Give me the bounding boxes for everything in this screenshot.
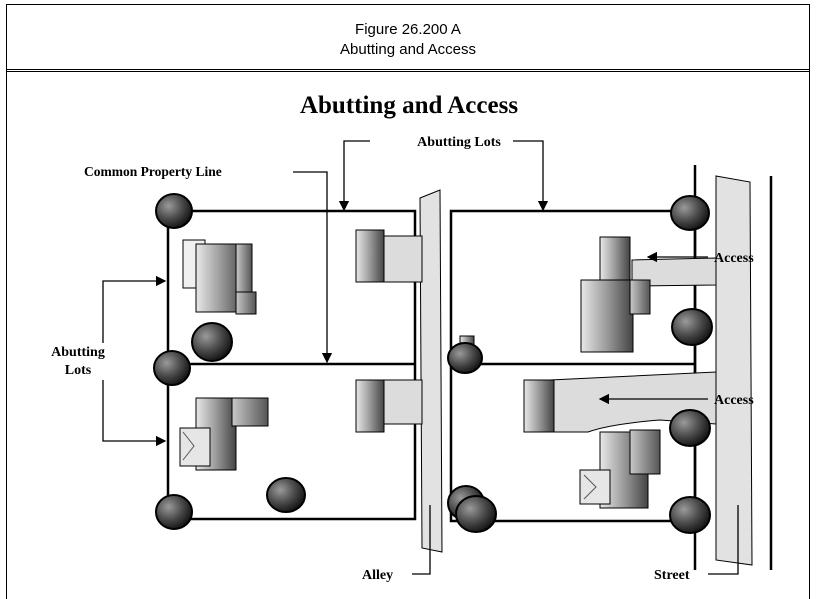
tree-icon bbox=[191, 322, 233, 362]
tree-icon bbox=[455, 495, 497, 533]
tree-icon bbox=[447, 342, 483, 374]
abutting-lots-left-label-line2: Lots bbox=[65, 363, 92, 378]
abutting-lots-left-label-line1: Abutting bbox=[51, 345, 105, 360]
abutting-lots-top-leader-left bbox=[338, 140, 370, 212]
street-strip bbox=[715, 175, 753, 566]
right-lower-house bbox=[579, 429, 661, 509]
tree-icon bbox=[155, 193, 193, 229]
left-lower-garage bbox=[355, 379, 385, 433]
right-upper-driveway bbox=[631, 257, 717, 287]
alley-leader bbox=[412, 505, 431, 575]
tree-icon bbox=[671, 308, 713, 346]
abutting-lots-left-leader-upper bbox=[102, 275, 167, 343]
abutting-lots-left-leader-lower bbox=[102, 380, 167, 447]
figure-title: Abutting and Access bbox=[340, 41, 476, 58]
right-upper-house bbox=[580, 236, 651, 353]
street-label: Street bbox=[654, 568, 690, 583]
access-lower-label: Access bbox=[714, 393, 754, 408]
common-property-line-leader bbox=[293, 171, 333, 364]
left-upper-driveway bbox=[381, 235, 423, 283]
tree-icons bbox=[153, 193, 713, 534]
common-property-line-label: Common Property Line bbox=[84, 164, 222, 179]
alley-label: Alley bbox=[362, 568, 393, 583]
left-upper-house bbox=[182, 239, 257, 315]
diagram-title: Abutting and Access bbox=[300, 92, 518, 119]
access-upper-label: Access bbox=[714, 251, 754, 266]
street-leader bbox=[708, 505, 739, 575]
left-lower-driveway bbox=[381, 379, 423, 425]
figure-frame: Figure 26.200 A Abutting and Access bbox=[6, 4, 810, 599]
tree-icon bbox=[670, 195, 710, 231]
tree-icon bbox=[153, 350, 191, 386]
abutting-access-diagram: Abutting and Access bbox=[51, 92, 773, 583]
tree-icon bbox=[669, 409, 711, 447]
figure-number: Figure 26.200 A bbox=[355, 21, 461, 38]
alley-strip bbox=[419, 189, 443, 553]
left-upper-garage bbox=[355, 229, 385, 283]
figure-caption: Figure 26.200 A Abutting and Access bbox=[7, 5, 809, 72]
tree-icon bbox=[669, 496, 711, 534]
left-lower-house bbox=[179, 397, 269, 471]
abutting-lots-top-label: Abutting Lots bbox=[417, 135, 501, 150]
tree-icon bbox=[266, 477, 306, 513]
right-lower-garage bbox=[523, 379, 555, 433]
tree-icon bbox=[155, 494, 193, 530]
abutting-lots-top-leader-right bbox=[513, 140, 549, 212]
